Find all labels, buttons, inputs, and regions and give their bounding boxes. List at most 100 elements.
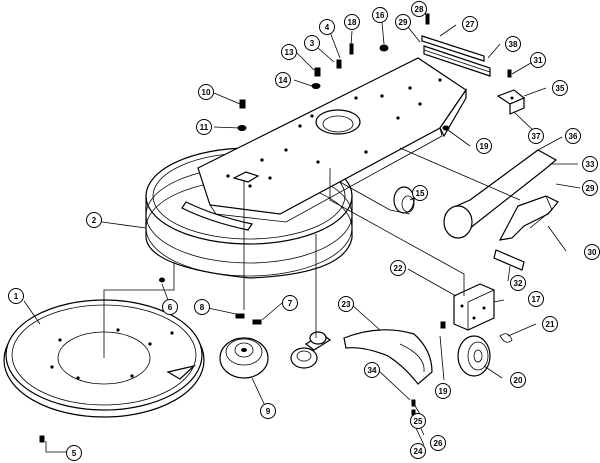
callout-label: 23 <box>342 300 351 309</box>
callout-26: 26 <box>430 435 446 451</box>
belt-guard <box>343 329 433 385</box>
callout-label: 15 <box>416 189 425 198</box>
small-bracket <box>496 89 526 115</box>
callout-33: 33 <box>582 156 598 172</box>
callout-circle <box>582 156 598 172</box>
callout-29: 29 <box>395 14 411 30</box>
callout-circle <box>530 52 546 68</box>
callout-circle <box>435 383 451 399</box>
callout-circle <box>582 180 598 196</box>
callout-29: 29 <box>582 180 598 196</box>
wheel <box>457 335 491 377</box>
callout-32: 32 <box>510 275 526 291</box>
callout-circle <box>410 413 426 429</box>
callout-4: 4 <box>319 19 335 35</box>
callout-label: 19 <box>439 387 448 396</box>
bearing-bracket <box>453 283 495 331</box>
callout-label: 14 <box>279 76 288 85</box>
callout-label: 11 <box>200 123 209 132</box>
callout-circle <box>198 84 214 100</box>
callout-circle <box>395 14 411 30</box>
callout-label: 9 <box>266 407 271 416</box>
callout-label: 32 <box>514 279 523 288</box>
fastener-group <box>39 13 512 443</box>
callout-label: 26 <box>434 439 443 448</box>
callout-37: 37 <box>528 128 544 144</box>
leader-lines <box>23 9 581 453</box>
callout-circle <box>8 288 24 304</box>
callout-label: 17 <box>532 295 541 304</box>
callout-6: 6 <box>162 299 178 315</box>
callout-label: 25 <box>414 417 423 426</box>
callout-circle <box>542 316 558 332</box>
callout-circle <box>196 119 212 135</box>
callout-label: 8 <box>200 303 205 312</box>
callout-13: 13 <box>281 44 297 60</box>
callout-circle <box>304 35 320 51</box>
callout-36: 36 <box>565 128 581 144</box>
callout-label: 16 <box>376 11 385 20</box>
callout-circle <box>552 80 568 96</box>
callout-34: 34 <box>364 362 380 378</box>
callout-1: 1 <box>8 288 24 304</box>
callout-25: 25 <box>410 413 426 429</box>
callout-circle <box>364 362 380 378</box>
callout-circle <box>390 260 406 276</box>
callout-label: 28 <box>415 5 424 14</box>
callout-circle <box>528 291 544 307</box>
callout-31: 31 <box>530 52 546 68</box>
callout-3: 3 <box>304 35 320 51</box>
callout-label: 4 <box>325 23 330 32</box>
callout-28: 28 <box>411 1 427 17</box>
callout-label: 22 <box>394 264 403 273</box>
callout-circle <box>162 299 178 315</box>
callout-label: 6 <box>168 303 173 312</box>
callout-label: 27 <box>466 20 475 29</box>
callout-14: 14 <box>275 72 291 88</box>
callout-38: 38 <box>505 36 521 52</box>
callout-label: 24 <box>414 447 423 456</box>
callout-circle <box>260 403 276 419</box>
callout-circle <box>412 185 428 201</box>
callout-label: 3 <box>310 39 315 48</box>
callout-label: 37 <box>532 132 541 141</box>
drive-pulley <box>219 337 269 379</box>
callout-35: 35 <box>552 80 568 96</box>
callout-circle <box>66 445 82 461</box>
idler-pulley <box>290 331 332 369</box>
callout-circle <box>372 7 388 23</box>
discharge-chute <box>443 149 558 239</box>
callout-22: 22 <box>390 260 406 276</box>
callout-label: 13 <box>285 48 294 57</box>
roller <box>393 186 415 214</box>
top-plate <box>197 57 467 223</box>
callout-circle <box>86 212 102 228</box>
callout-circle <box>338 296 354 312</box>
callout-label: 34 <box>368 366 377 375</box>
callout-label: 29 <box>586 184 595 193</box>
callout-circle <box>430 435 446 451</box>
callout-7: 7 <box>282 295 298 311</box>
callout-15: 15 <box>412 185 428 201</box>
callout-circle <box>528 128 544 144</box>
callout-8: 8 <box>194 299 210 315</box>
callout-9: 9 <box>260 403 276 419</box>
callout-19: 19 <box>476 138 492 154</box>
callout-label: 2 <box>92 216 97 225</box>
deflector <box>498 195 559 241</box>
callout-23: 23 <box>338 296 354 312</box>
callout-label: 20 <box>514 376 523 385</box>
rail-parts <box>421 35 491 77</box>
callout-label: 21 <box>546 320 555 329</box>
callout-label: 1 <box>14 292 19 301</box>
callout-circle <box>194 299 210 315</box>
callout-label: 7 <box>288 299 293 308</box>
callout-24: 24 <box>410 443 426 459</box>
callout-label: 35 <box>556 84 565 93</box>
callout-circle <box>319 19 335 35</box>
callout-circle <box>565 128 581 144</box>
callout-30: 30 <box>584 244 600 260</box>
callout-11: 11 <box>196 119 212 135</box>
callout-circle <box>510 275 526 291</box>
